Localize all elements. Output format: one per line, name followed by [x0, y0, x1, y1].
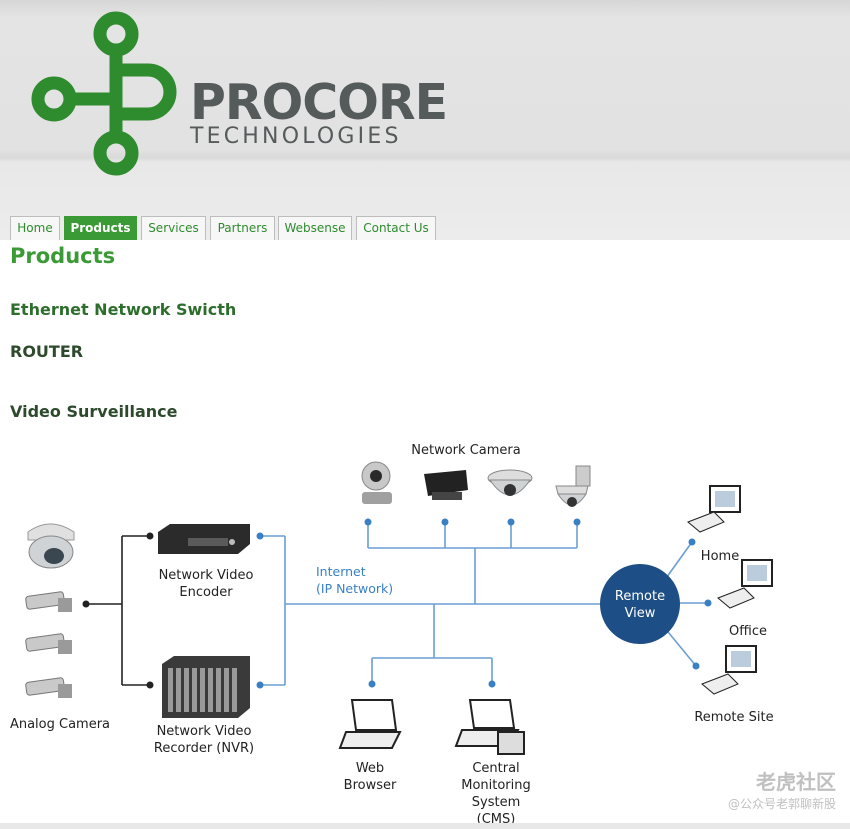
dome-camera-icon	[487, 469, 533, 496]
cms-label: System	[472, 795, 520, 810]
surveillance-diagram: Remote View Network Camera Network Video…	[10, 443, 774, 825]
encoder-label: Encoder	[179, 585, 233, 600]
remote-view-label: Remote	[615, 589, 665, 604]
tab-home[interactable]: Home	[10, 216, 60, 240]
box-camera-icon	[424, 470, 468, 500]
tab-products[interactable]: Products	[64, 216, 137, 240]
desktop-computer-icon	[701, 645, 757, 695]
tab-websense[interactable]: Websense	[278, 216, 352, 240]
product-video-surveillance: Video Surveillance	[10, 402, 178, 421]
video-recorder-icon	[162, 656, 250, 718]
video-encoder-icon	[158, 524, 250, 554]
cms-label: Central	[472, 761, 519, 776]
watermark: 老虎社区 @公众号老郭聊新股	[728, 766, 836, 812]
watermark-title: 老虎社区	[756, 770, 836, 794]
analog-lines	[86, 535, 150, 686]
network-camera-label: Network Camera	[411, 443, 520, 458]
page-title: Products	[10, 244, 116, 268]
brand-tagline: TECHNOLOGIES	[190, 124, 402, 149]
internet-label: Internet	[316, 564, 366, 579]
bullet-camera-icon	[25, 677, 72, 698]
internet-label: (IP Network)	[316, 581, 393, 596]
network-lines	[260, 522, 708, 686]
tab-contact-us[interactable]: Contact Us	[356, 216, 436, 240]
monitoring-station-icon	[454, 699, 525, 755]
ptz-camera-icon	[361, 461, 392, 504]
page-footer-bar	[0, 823, 850, 829]
recorder-label: Recorder (NVR)	[154, 741, 254, 756]
brand-name: PROCORE	[190, 74, 448, 131]
product-router: ROUTER	[10, 342, 84, 361]
recorder-label: Network Video	[157, 724, 252, 739]
dome-camera-icon	[27, 523, 75, 569]
web-browser-label: Web	[356, 761, 384, 776]
desktop-computer-icon	[717, 559, 773, 609]
tab-partners[interactable]: Partners	[210, 216, 275, 240]
desktop-computer-icon	[687, 485, 741, 533]
remote-view-node	[600, 564, 680, 644]
web-browser-label: Browser	[344, 778, 397, 793]
encoder-label: Network Video	[159, 568, 254, 583]
network-nodes	[256, 518, 712, 689]
laptop-icon	[338, 699, 402, 749]
site-header: PROCORE TECHNOLOGIES Home Products Servi…	[0, 0, 850, 240]
home-label: Home	[701, 549, 739, 564]
cms-label: Monitoring	[461, 778, 531, 793]
remote-site-label: Remote Site	[694, 710, 773, 725]
bullet-camera-icon	[25, 591, 72, 612]
cms-label: (CMS)	[477, 812, 516, 825]
bullet-camera-icon	[25, 633, 72, 654]
brand-wordmark: PROCORE TECHNOLOGIES	[190, 74, 448, 149]
product-ethernet-switch: Ethernet Network Swicth	[10, 300, 237, 319]
watermark-handle: @公众号老郭聊新股	[727, 797, 836, 811]
speed-dome-camera-icon	[555, 465, 591, 507]
analog-camera-label: Analog Camera	[10, 717, 110, 732]
remote-view-label: View	[625, 606, 656, 621]
office-label: Office	[729, 624, 767, 639]
procore-logo-icon	[31, 11, 177, 176]
tab-services[interactable]: Services	[141, 216, 206, 240]
